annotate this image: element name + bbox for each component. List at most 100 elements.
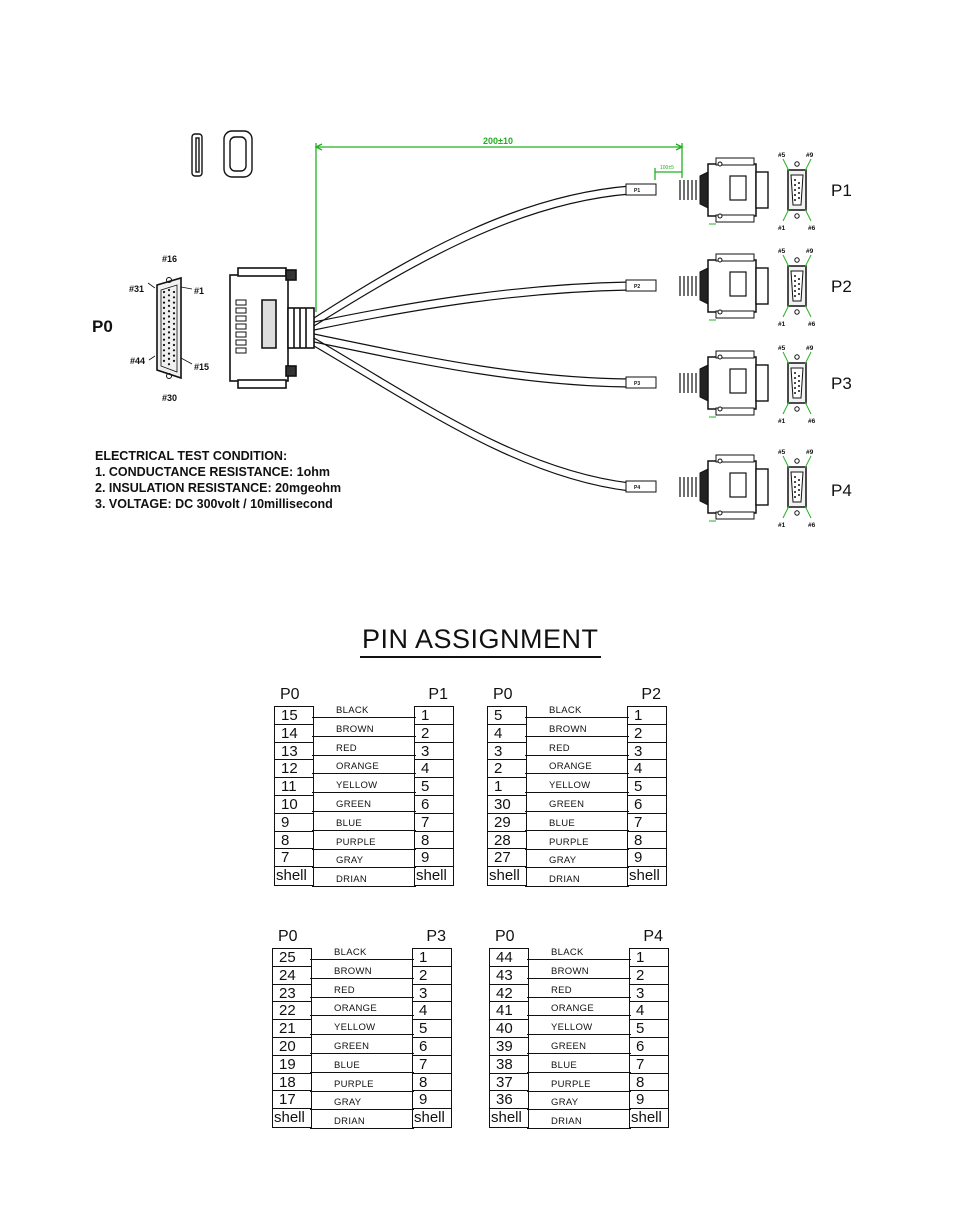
- wire-line: [310, 1090, 414, 1092]
- right-pin-cell: 2: [415, 725, 453, 743]
- p0-connector-body: [229, 267, 315, 389]
- table-left-header: P0: [280, 686, 300, 703]
- left-pin-cell: 30: [488, 796, 526, 814]
- left-pin-cell: 14: [275, 725, 313, 743]
- p0-pin-dot: [172, 328, 176, 331]
- p0-pin-dot: [162, 359, 166, 362]
- right-pin-cell: 1: [630, 949, 668, 967]
- wire-color-label: ORANGE: [549, 761, 592, 773]
- p0-pin-dot: [162, 306, 166, 309]
- right-pin-cell: shell: [629, 867, 660, 885]
- p4-label: P4: [831, 481, 852, 500]
- right-pin-cell: 6: [630, 1038, 668, 1056]
- left-pin-cell: 43: [490, 967, 528, 985]
- db9-pin-6: #6: [808, 321, 816, 328]
- left-pin-cell: 8: [275, 832, 313, 850]
- wire-color-label: BLACK: [551, 947, 584, 958]
- p0-pin-dot: [162, 338, 166, 341]
- p0-pin-dot: [167, 299, 171, 302]
- p0-pin-dot: [172, 338, 176, 341]
- cable-sleeve-label: P2: [634, 284, 640, 290]
- p0-pin-dot: [167, 331, 171, 334]
- left-pin-cell: 5: [488, 707, 526, 725]
- wire-line: [312, 773, 416, 775]
- right-pin-cell: 7: [630, 1056, 668, 1074]
- wire-color-label: GRAY: [551, 1097, 579, 1109]
- wire-line: [312, 848, 416, 850]
- p0-pin-dot: [167, 320, 171, 323]
- wire-line: [312, 735, 416, 737]
- right-pin-cell: 9: [413, 1091, 451, 1110]
- db9-pin-5: #5: [778, 449, 786, 456]
- db9-connector-1: [625, 157, 812, 225]
- wire-color-label: PURPLE: [336, 836, 376, 848]
- p0-pin-dot: [162, 333, 166, 336]
- right-pin-cell: 4: [413, 1002, 451, 1021]
- p0-pin-dot: [162, 296, 166, 299]
- p0-pin-dot: [162, 328, 166, 331]
- wire-color-label: RED: [551, 984, 572, 996]
- wire-color-label: BROWN: [334, 965, 372, 977]
- wire-line: [310, 959, 414, 960]
- p0-pin-dot: [162, 322, 166, 325]
- right-pin-cell: shell: [416, 867, 447, 885]
- wire-line: [527, 959, 631, 960]
- db9-connector-4: [625, 454, 812, 522]
- wire-line: [525, 792, 629, 794]
- right-pin-cell: 1: [415, 707, 453, 725]
- wire-line: [525, 867, 629, 869]
- table-right-header: P2: [641, 686, 661, 703]
- p0-body-slot: [235, 307, 247, 314]
- cable-sleeve-label: P1: [634, 188, 640, 194]
- wire-color-label: BROWN: [336, 723, 374, 735]
- db9-pin-6: #6: [808, 225, 816, 232]
- wire-line: [310, 1015, 414, 1017]
- p0-pin-dot: [162, 290, 166, 294]
- p0-pin-30: #30: [162, 393, 177, 403]
- right-pin-cell: 5: [413, 1020, 451, 1038]
- right-pin-cell: 8: [413, 1074, 451, 1092]
- cable-sleeve-label: P3: [634, 381, 640, 387]
- right-pin-cell: 3: [628, 743, 666, 761]
- left-pin-cell: 29: [488, 814, 526, 832]
- right-pin-cell: 9: [630, 1091, 668, 1110]
- db9-connector-3: [625, 350, 812, 418]
- left-pin-cell: 15: [275, 707, 313, 725]
- right-pin-cell: 8: [630, 1074, 668, 1092]
- wire-line: [527, 1053, 631, 1054]
- left-pin-cell: 12: [275, 760, 313, 779]
- right-pin-cell: 3: [415, 743, 453, 761]
- db9-pin-6: #6: [808, 418, 816, 425]
- left-pin-cell: 44: [490, 949, 528, 967]
- db9-pin-5: #5: [778, 248, 786, 255]
- left-pin-cell: 22: [273, 1002, 311, 1021]
- left-pin-cell: 2: [488, 760, 526, 779]
- wire-color-label: YELLOW: [549, 780, 591, 792]
- wire-line: [312, 754, 416, 756]
- p0-pin-dot: [162, 312, 166, 315]
- test-condition-title: ELECTRICAL TEST CONDITION:: [95, 449, 288, 463]
- right-pin-cell: 7: [415, 814, 453, 832]
- wire-line: [310, 1128, 414, 1130]
- wire-color-label: PURPLE: [549, 836, 589, 848]
- p0-pin-dot: [167, 310, 171, 313]
- p0-body-slot: [235, 339, 247, 346]
- wire-color-label: GRAY: [334, 1097, 362, 1109]
- right-pin-cell: 3: [413, 985, 451, 1003]
- p0-pin-dot: [167, 326, 171, 329]
- left-pin-cell: 9: [275, 814, 313, 832]
- wire-color-label: DRIAN: [549, 874, 581, 886]
- p1-label: P1: [831, 181, 852, 200]
- right-pin-cell: 2: [628, 725, 666, 743]
- left-pin-cell: 17: [273, 1091, 311, 1110]
- p0-pin-dot: [172, 301, 176, 304]
- right-pin-cell: 5: [415, 778, 453, 796]
- test-condition-item: 2. INSULATION RESISTANCE: 20mgeohm: [95, 481, 342, 495]
- dust-cap-icon: [191, 130, 253, 178]
- right-pin-cell: shell: [414, 1109, 445, 1127]
- wire-line: [312, 886, 416, 888]
- table-right-header: P4: [643, 928, 663, 945]
